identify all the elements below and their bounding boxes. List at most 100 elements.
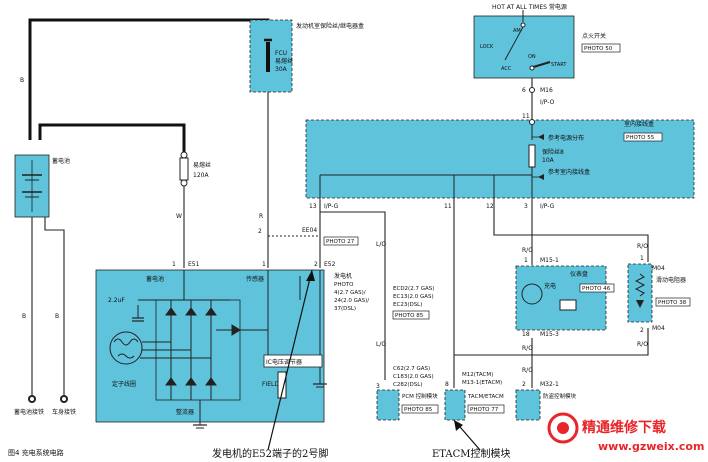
field-label: FIELD — [262, 381, 279, 388]
ignition-switch-ref: PHOTO 50 — [584, 46, 613, 52]
resistor-connector-text: M04 — [652, 265, 665, 272]
ecm-connector_spec-1-text: EC13(2.0 GAS) — [393, 294, 434, 300]
splice-id-text: EE04 — [302, 227, 317, 234]
junction_box-pins-3-text: 3 — [524, 203, 528, 210]
engine-fuse-box: 发动机室保险丝/继电器盒 FCU 易熔丝 30A — [249, 19, 364, 93]
annotation-etacm: ETACM控制模块 — [432, 447, 511, 460]
ecm-connector2-1-text: C183(2.0 GAS) — [393, 374, 434, 380]
ignition-switch-title: 点火开关 — [582, 32, 606, 40]
pcm-module: 3 PCM 控制模块 PHOTO 85 — [376, 383, 439, 421]
cluster-ref-text: PHOTO 46 — [582, 286, 611, 292]
power-dist-ref: 参考电源分布 — [548, 134, 584, 142]
alternator-ref-text: PHOTO — [334, 282, 354, 288]
cluster-wire-text: R/O — [522, 345, 533, 352]
junction_box-wire_pg1-text: I/P-G — [324, 203, 339, 210]
alternator-pin_l-text: 1 — [262, 261, 266, 268]
rectifier-label: 整流器 — [176, 408, 194, 416]
wire-ro-bus — [454, 328, 649, 356]
ignition_switch-positions-1-text: ACC — [501, 66, 512, 72]
ignition-switch: HOT AT ALL TIMES 常电源 AM LOCK ACC ON STAR… — [473, 2, 621, 79]
ignition_switch-positions-3-text: START — [551, 62, 567, 68]
charge-lamp-label: 充电 — [544, 282, 556, 290]
fusible-link-rating: 120A — [193, 172, 209, 179]
watermark-brand: 精通维修下载 — [582, 419, 666, 436]
resistor-title: 滑动电阻器 — [656, 276, 686, 284]
ecu-fuse-rating: 30A — [275, 66, 288, 73]
immobilizer-module: 2 M32-1 防盗控制模块 R/O — [515, 367, 577, 421]
regulator-label: IC电压调节器 — [266, 358, 302, 366]
ecu-fuse-label: 易熔丝 — [275, 57, 293, 65]
instrument-cluster: M15-1 1 仪表盘 充电 PHOTO 46 18 M15-3 R/O R/O — [515, 247, 615, 352]
stator-label: 定子线圈 — [112, 380, 136, 388]
watermark-url: www.gzweix.com — [598, 440, 704, 453]
battery-terminal-label: 蓄电池 — [146, 275, 164, 283]
alternator-title: 发电机 — [334, 272, 352, 280]
pcm-connector-info: ECD2(2.7 GAS) EC13(2.0 GAS) EC23(DSL) PH… — [376, 241, 434, 388]
watermark: 精通维修下载 www.gzweix.com — [547, 412, 704, 453]
resistor-pin_bot-text: 2 — [640, 327, 644, 334]
ecm-connector_spec-0-text: ECD2(2.7 GAS) — [393, 286, 434, 292]
hot-at-all-times: HOT AT ALL TIMES 常电源 — [492, 3, 567, 11]
connector-m16: M16 — [540, 87, 553, 94]
svg-text:B: B — [55, 313, 59, 320]
junction-ref: 参考室内接线盒 — [548, 168, 590, 176]
svg-text:B: B — [22, 313, 26, 320]
ecm-connector2-0-text: C62(2.7 GAS) — [393, 366, 430, 372]
annotation-e52: 发电机的E52端子的2号脚 — [212, 447, 328, 460]
junction_box-pin_top-text: 11 — [522, 113, 530, 120]
wire-w-label: W — [176, 213, 182, 220]
alternator-specs-1-text: 24(2.0 GAS)/ — [334, 298, 369, 304]
alternator-ground-icon — [193, 383, 327, 429]
cluster-pin_top-text: 1 — [524, 257, 528, 264]
battery-wires — [28, 18, 270, 152]
annotation-arrows — [267, 269, 481, 451]
junction-box-title: 室内接线盒 — [624, 120, 654, 128]
immobilizer-wire-text: R/O — [522, 367, 533, 374]
resistor-wire-text: R/O — [637, 243, 648, 250]
battery: 蓄电池 B — [14, 77, 70, 218]
junction_box-pins-1-text: 11 — [444, 203, 452, 210]
etacm-connector-1-text: M13-1(ETACM) — [462, 380, 502, 386]
ground-wire-body — [44, 217, 65, 395]
engine-fuse-box-title: 发动机室保险丝/继电器盒 — [296, 22, 364, 30]
fusible-link: 易熔丝 120A — [179, 151, 211, 187]
ignition_switch-wire_num-text: 6 — [522, 87, 526, 94]
ecm-pin-text: 3 — [376, 383, 380, 390]
cluster-pin_bot-text: 18 — [522, 331, 530, 338]
resistor-module: 1 M04 滑动电阻器 PHOTO 38 2 M04 R/O R/O — [627, 243, 691, 348]
body-ground-icon — [60, 395, 68, 403]
connector-e52: E52 — [324, 261, 336, 268]
figure-caption: 图4 充电系统电路 — [8, 448, 64, 457]
wire-lo-pcm — [320, 211, 386, 380]
fusible-link-label: 易熔丝 — [193, 161, 211, 169]
splice-ee04: 2 EE04 PHOTO 27 — [258, 227, 359, 246]
etacm-pin-text: 8 — [445, 381, 449, 388]
splice-pin-text: 2 — [258, 228, 262, 235]
ecm-ref-text: PHOTO 85 — [395, 313, 424, 319]
junction_box-pins-2-text: 12 — [486, 203, 494, 210]
battery-label: 蓄电池 — [52, 157, 70, 165]
etacm-connector-0-text: M12(TACM) — [462, 372, 493, 378]
ecm-connector_spec-2-text: EC23(DSL) — [393, 302, 422, 308]
battery-wire-label: B — [20, 77, 24, 84]
alternator-pin_l-text: 1 — [172, 261, 176, 268]
capacitor-label: 2.2uF — [108, 297, 125, 304]
ignition_switch-positions-0-text: LOCK — [480, 44, 494, 50]
splice-ref-text: PHOTO 27 — [326, 239, 355, 245]
etacm-title: TACM/ETACM — [467, 394, 504, 400]
alternator: 1 E51 1 2 E52 蓄电池 传感器 2.2uF — [95, 261, 336, 429]
resistor-connector-text: M04 — [652, 325, 665, 332]
ignition_switch-positions-2-text: ON — [528, 54, 536, 60]
etacm-module: 8 M12(TACM) M13-1(ETACM) TACM/ETACM PHOT… — [444, 372, 505, 421]
alternator-pin_label-text: E51 — [188, 261, 200, 268]
pcm-title: PCM 控制模块 — [402, 392, 438, 400]
fuse8-label: 保险丝8 — [542, 148, 564, 156]
junction_box-wire_pg2-text: I/P-G — [540, 203, 555, 210]
junction_box-pins-0-text: 13 — [309, 203, 317, 210]
cluster-connector2-text: M15-3 — [540, 331, 559, 338]
cluster-connector-text: M15-1 — [540, 257, 559, 264]
alternator-specs-0-text: 4(2.7 GAS)/ — [334, 290, 366, 296]
resistor-pin_top-text: 1 — [640, 255, 644, 262]
sensor-label: 传感器 — [246, 275, 264, 283]
